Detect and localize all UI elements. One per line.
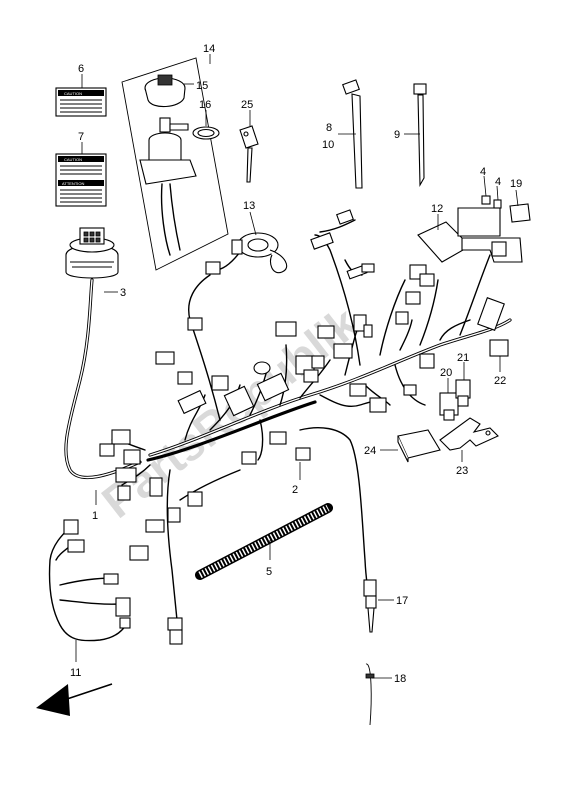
- part-label-25: 25: [241, 99, 253, 111]
- relay-19: [509, 203, 531, 223]
- leader-lines: [75, 54, 519, 679]
- part-label-4a: 4: [480, 166, 486, 178]
- part-label-16: 16: [199, 99, 211, 111]
- relay-block-12: [417, 207, 523, 263]
- part-label-17: 17: [396, 595, 408, 607]
- harness-connectors: [99, 209, 505, 645]
- part-label-23: 23: [456, 465, 468, 477]
- part-number-labels: 2 1 3 4 4 5 6 7 8 10 9 11 12 13 14 15 16…: [70, 43, 522, 685]
- fuse-4a: [481, 195, 491, 205]
- clip-18: [365, 663, 375, 726]
- ignition-switch-assembly-14: [121, 57, 229, 271]
- sub-harness-11: [48, 519, 131, 642]
- caution-label-7: CAUTION ATTENTION: [55, 153, 107, 207]
- part-label-18: 18: [394, 673, 406, 685]
- part-label-24: 24: [364, 445, 376, 457]
- connector-22: [489, 339, 509, 357]
- connector-2: [295, 447, 311, 461]
- part-label-5: 5: [266, 566, 272, 578]
- accessory-socket-13: [231, 232, 288, 274]
- part-label-13: 13: [243, 200, 255, 212]
- attention-label-7-text: ATTENTION: [62, 181, 84, 186]
- part-label-4b: 4: [495, 176, 501, 188]
- part-label-20: 20: [440, 367, 452, 379]
- connector-21: [455, 379, 471, 407]
- main-round-connector: [65, 227, 119, 279]
- key-25: [239, 125, 259, 183]
- cable-tie-8-10: [342, 79, 363, 189]
- fuse-4b: [493, 199, 502, 209]
- main-harness: [111, 219, 512, 631]
- cable-tie-9: [413, 83, 427, 187]
- part-label-7: 7: [78, 131, 84, 143]
- corrugated-tube-5: [195, 503, 333, 580]
- part-label-14: 14: [203, 43, 215, 55]
- caution-label-6-text: CAUTION: [64, 91, 82, 96]
- part-label-11: 11: [70, 667, 81, 679]
- part-label-2: 2: [292, 484, 298, 496]
- part-label-8: 8: [326, 122, 332, 134]
- part-label-22: 22: [494, 375, 506, 387]
- part-label-12: 12: [431, 203, 443, 215]
- part-label-10: 10: [322, 139, 334, 151]
- harness-lead-3: [64, 278, 142, 480]
- front-direction-arrow-icon: [36, 683, 113, 716]
- connector-20: [439, 392, 459, 421]
- caution-label-6: CAUTION: [55, 87, 107, 117]
- part-label-15: 15: [196, 80, 208, 92]
- caution-label-7-text: CAUTION: [64, 157, 82, 162]
- part-label-1: 1: [92, 510, 98, 522]
- part-label-19: 19: [510, 178, 522, 190]
- sensor-17: [363, 579, 377, 633]
- bracket-23: [439, 417, 499, 451]
- part-label-21: 21: [457, 352, 469, 364]
- part-label-6: 6: [78, 63, 84, 75]
- relay-24: [397, 429, 441, 463]
- part-label-9: 9: [394, 129, 400, 141]
- part-label-3: 3: [120, 287, 126, 299]
